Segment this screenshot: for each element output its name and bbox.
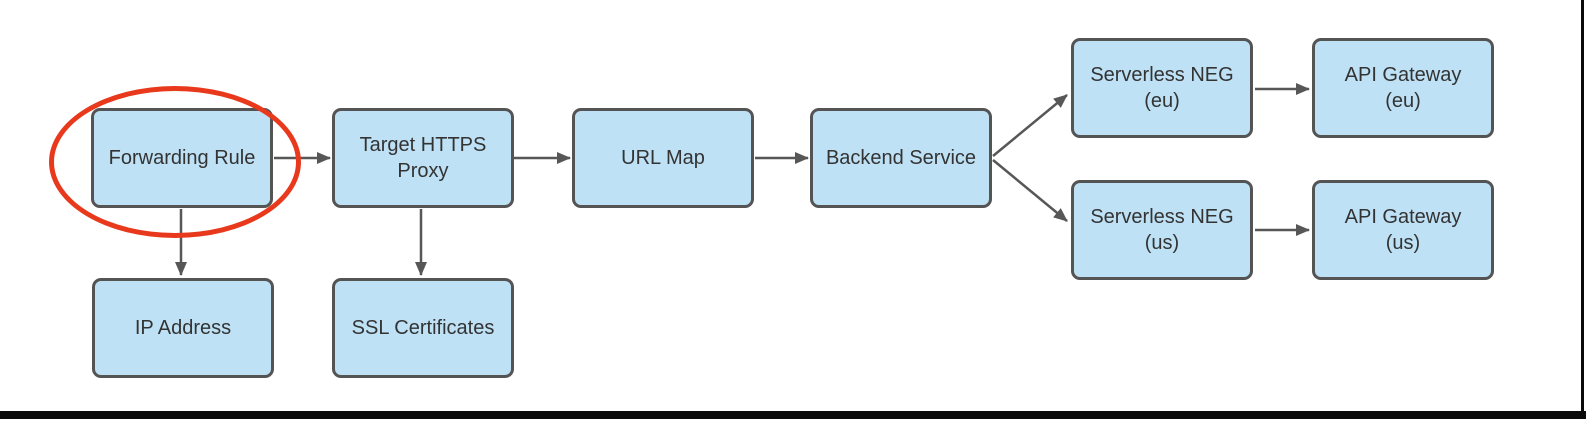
node-api-gateway-us-label: API Gateway (us): [1344, 206, 1462, 254]
node-ip-address: IP Address: [92, 278, 274, 378]
node-ip-address-label: IP Address: [134, 317, 232, 339]
node-forwarding-rule: Forwarding Rule: [91, 108, 273, 208]
node-api-gateway-eu-label: API Gateway (eu): [1344, 64, 1462, 112]
node-backend-service: Backend Service: [810, 108, 992, 208]
node-serverless-neg-us: Serverless NEG (us): [1071, 180, 1253, 280]
node-api-gateway-eu: API Gateway (eu): [1312, 38, 1494, 138]
node-url-map: URL Map: [572, 108, 754, 208]
node-forwarding-rule-label: Forwarding Rule: [108, 147, 256, 169]
node-serverless-neg-eu: Serverless NEG (eu): [1071, 38, 1253, 138]
node-api-gateway-us: API Gateway (us): [1312, 180, 1494, 280]
page-edge-bottom: [0, 411, 1586, 419]
edge-backend-service-to-serverless-neg-us: [992, 159, 1068, 222]
node-backend-service-label: Backend Service: [825, 147, 977, 169]
node-serverless-neg-eu-label: Serverless NEG (eu): [1090, 64, 1234, 112]
node-target-https-proxy-label: Target HTTPS Proxy: [359, 134, 487, 182]
node-ssl-certificates: SSL Certificates: [332, 278, 514, 378]
node-serverless-neg-us-label: Serverless NEG (us): [1090, 206, 1234, 254]
node-url-map-label: URL Map: [621, 147, 705, 169]
edge-backend-service-to-serverless-neg-eu: [992, 94, 1068, 157]
page-edge-right: [1581, 0, 1584, 419]
node-ssl-certificates-label: SSL Certificates: [351, 317, 495, 339]
node-target-https-proxy: Target HTTPS Proxy: [332, 108, 514, 208]
